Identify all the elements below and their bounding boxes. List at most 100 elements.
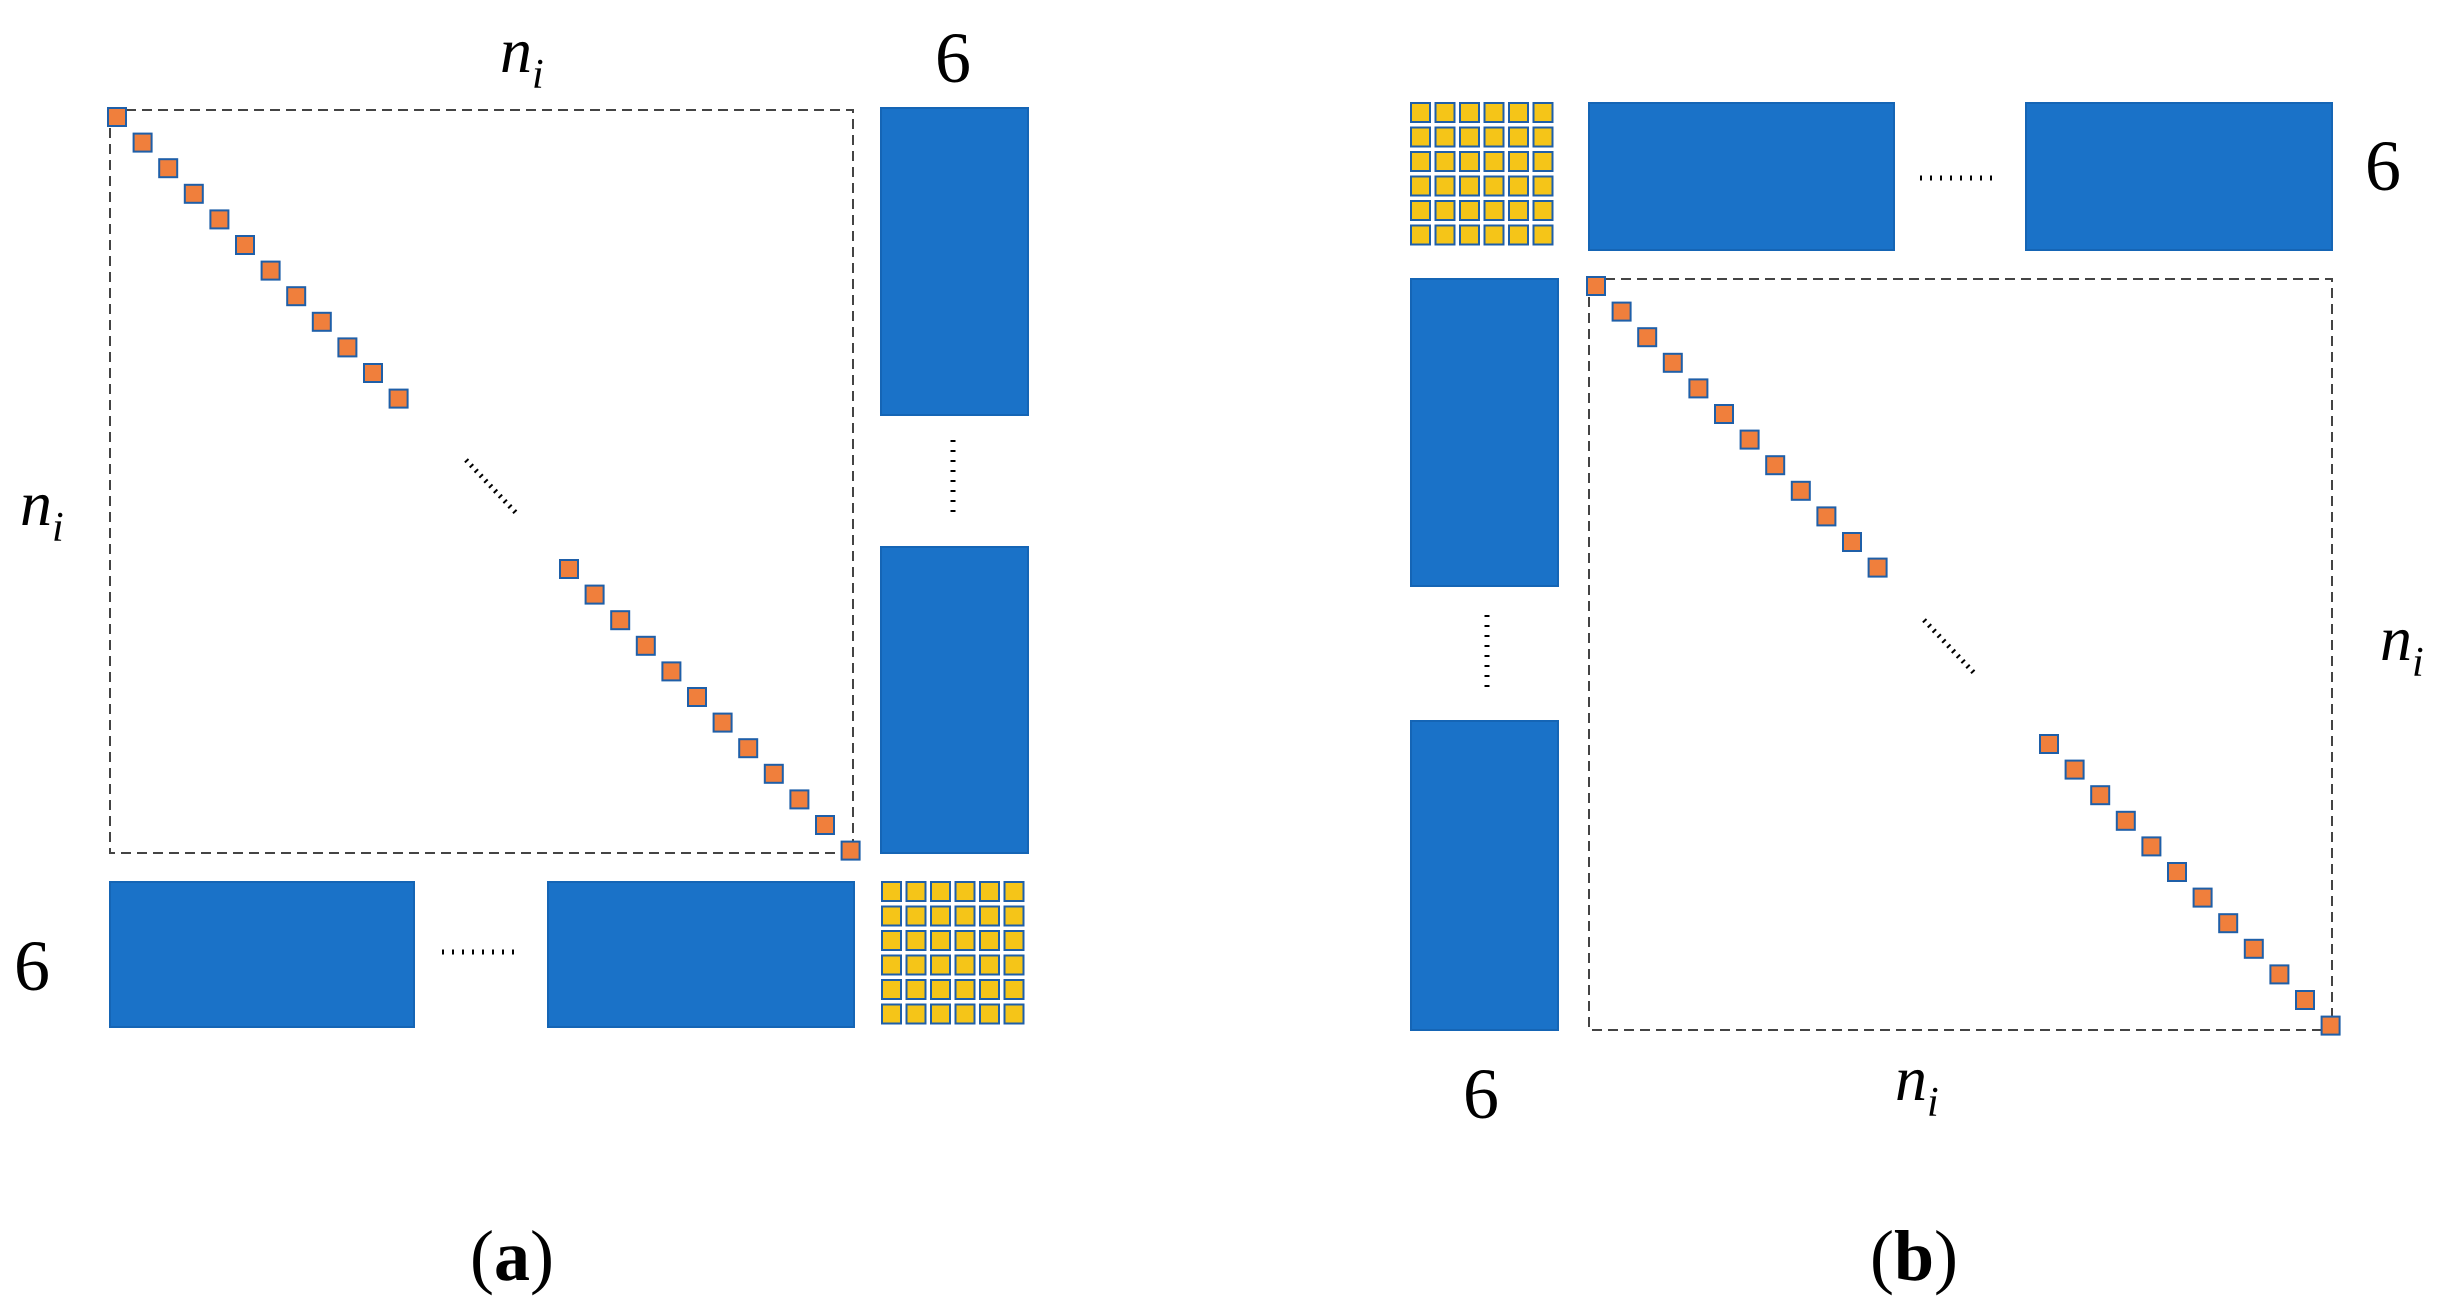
- grid-cell: [930, 930, 951, 951]
- grid-cell: [1508, 224, 1529, 246]
- diagonal-entry: [2115, 810, 2136, 831]
- panel-a-right-block-bottom: [880, 546, 1029, 854]
- panel-b-top-block-right: [2025, 102, 2333, 251]
- grid-cell: [1508, 102, 1529, 123]
- panel-a-top-label: ni: [500, 15, 544, 98]
- diagonal-entry: [158, 158, 179, 179]
- diagonal-entry: [712, 712, 733, 733]
- grid-cell: [1532, 175, 1554, 197]
- panel-a-right-block-top: [880, 107, 1029, 416]
- grid-cell: [954, 881, 976, 902]
- panel-a-bottom-block-left: [109, 881, 415, 1028]
- panel-b-dashed-block: [1588, 278, 2333, 1031]
- grid-cell: [1483, 200, 1505, 221]
- grid-cell: [1003, 881, 1025, 902]
- panel-a-six-side: 6: [14, 926, 50, 1006]
- diagonal-entry: [235, 235, 255, 255]
- panel-a: ni ni 6 6 (a): [14, 15, 1029, 1296]
- diagonal-entry: [388, 388, 409, 409]
- grid-cell: [1434, 224, 1456, 246]
- diagonal-entry: [661, 661, 682, 682]
- grid-cell: [979, 881, 1000, 902]
- grid-cell: [930, 954, 951, 976]
- panel-b-six-top: 6: [2365, 126, 2401, 206]
- diagonal-entry: [2269, 964, 2290, 985]
- panel-b-bottom-label: ni: [1895, 1043, 1939, 1126]
- grid-cell: [905, 979, 927, 1000]
- grid-cell: [881, 881, 902, 902]
- panel-b-six-side: 6: [1463, 1054, 1499, 1134]
- grid-cell: [1532, 151, 1554, 172]
- grid-cell: [1434, 175, 1456, 197]
- diagonal-entry: [1867, 557, 1888, 578]
- grid-cell: [1483, 126, 1505, 148]
- grid-cell: [979, 979, 1000, 1000]
- diagonal-entry: [2320, 1015, 2341, 1036]
- diagonal-entry: [1842, 532, 1862, 552]
- grid-cell: [1434, 102, 1456, 123]
- grid-cell: [979, 954, 1000, 976]
- panel-a-side-label: ni: [20, 468, 64, 551]
- diagonal-entry: [687, 687, 707, 707]
- grid-cell: [954, 954, 976, 976]
- grid-cell: [881, 905, 902, 927]
- grid-cell: [1434, 151, 1456, 172]
- grid-cell: [905, 930, 927, 951]
- panel-a-dashed-block: [109, 109, 854, 854]
- grid-cell: [905, 954, 927, 976]
- grid-cell: [930, 905, 951, 927]
- panel-b-left-block-bottom: [1410, 720, 1559, 1031]
- panel-b-caption: (b): [1870, 1216, 1958, 1296]
- grid-cell: [1508, 175, 1529, 197]
- grid-cell: [930, 881, 951, 902]
- diagonal-entry: [1790, 480, 1811, 501]
- diagonal-entry: [559, 559, 579, 579]
- grid-cell: [905, 905, 927, 927]
- grid-cell: [881, 954, 902, 976]
- grid-cell: [881, 1003, 902, 1025]
- grid-cell: [1003, 1003, 1025, 1025]
- grid-cell: [1483, 175, 1505, 197]
- diagonal-entry: [337, 337, 358, 358]
- diagonal-entry: [209, 209, 230, 230]
- diagonal-entry: [363, 363, 383, 383]
- grid-cell: [930, 1003, 951, 1025]
- diagonal-entry: [738, 738, 759, 759]
- diagonal-entry: [183, 183, 204, 204]
- grid-cell: [1483, 102, 1505, 123]
- diagonal-entry: [815, 815, 835, 835]
- grid-cell: [1003, 905, 1025, 927]
- grid-cell: [1410, 126, 1431, 148]
- grid-cell: [1483, 224, 1505, 246]
- diagonal-entry: [635, 635, 656, 656]
- diagonal-entry: [107, 107, 127, 127]
- grid-cell: [881, 979, 902, 1000]
- diagonal-entry: [132, 132, 153, 153]
- panel-b: 6 ni 6 ni (b): [1410, 102, 2424, 1296]
- panel-a-6x6-grid: [881, 881, 1025, 1025]
- panel-b-diagonal-dots: [1922, 618, 1978, 677]
- grid-cell: [954, 905, 976, 927]
- grid-cell: [905, 1003, 927, 1025]
- diagonal-entry: [1662, 352, 1683, 373]
- panel-b-6x6-grid: [1410, 102, 1554, 246]
- grid-cell: [1434, 126, 1456, 148]
- grid-cell: [1532, 200, 1554, 221]
- diagonal-entry: [1765, 455, 1786, 476]
- diagonal-entry: [2167, 862, 2187, 882]
- diagonal-entry: [2090, 785, 2111, 806]
- grid-cell: [1003, 979, 1025, 1000]
- diagonal-entry: [763, 763, 784, 784]
- grid-cell: [1508, 126, 1529, 148]
- diagonal-entry: [2218, 913, 2239, 934]
- diagonal-entry: [2039, 734, 2059, 754]
- panel-a-diagonal-entries: [107, 107, 861, 861]
- grid-cell: [1434, 200, 1456, 221]
- diagonal-entry: [610, 610, 631, 631]
- grid-cell: [1410, 175, 1431, 197]
- diagonal-entry: [286, 286, 307, 307]
- grid-cell: [1508, 151, 1529, 172]
- grid-cell: [979, 905, 1000, 927]
- diagonal-entry: [2295, 990, 2315, 1010]
